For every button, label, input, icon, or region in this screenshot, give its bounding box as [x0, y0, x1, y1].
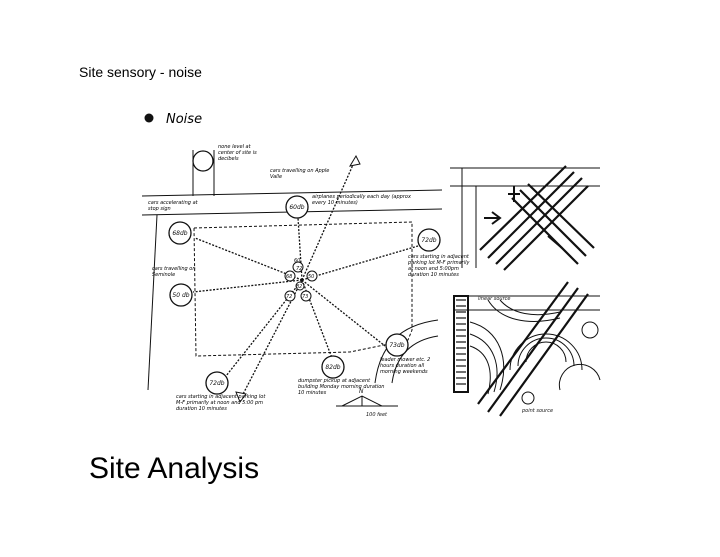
hub-value: 72 — [296, 266, 302, 272]
node-note: leader mower etc. 2 hours duration all m… — [380, 357, 431, 375]
node-50-circle — [169, 283, 193, 307]
scale-label: 100 feet — [366, 412, 388, 418]
noise-rays — [192, 157, 419, 401]
hub-value: 60 — [294, 258, 300, 264]
north-label: N — [359, 388, 364, 395]
arrow-markers-top — [484, 186, 563, 249]
legend-dot-icon — [144, 113, 154, 123]
node-72b-circle — [205, 371, 229, 395]
node-db: 50 db — [172, 292, 189, 299]
airplane-note: airplanes periodically each day (approx … — [312, 194, 411, 206]
noise-nodes — [168, 150, 441, 395]
node-db: 72db — [421, 237, 436, 244]
hub-value: 73 — [302, 294, 308, 300]
hub-value: 72 — [286, 294, 292, 300]
node-values: 60db 68db 50 db 72db 73db 82db 72db — [172, 204, 436, 387]
node-note: cars starting in adjacent parking lot M-… — [408, 254, 470, 278]
wave-arcs — [469, 299, 561, 395]
airplane-arrow-icon — [348, 154, 361, 167]
hub-value: 50 — [308, 274, 314, 280]
slide-subtitle: Site sensory - noise — [79, 64, 202, 80]
hub-values: 60 68 50 72 73 82 72 — [286, 258, 314, 300]
node-notes: none level at center of site is decibels… — [148, 144, 470, 412]
node-db: 82db — [325, 364, 340, 371]
page-title: Site Analysis — [89, 452, 260, 485]
node-note: none level at center of site is decibels — [218, 144, 257, 162]
node-note: cars travelling on Seminole — [152, 266, 196, 278]
node-note: cars accelerating at stop sign — [148, 200, 198, 212]
node-db: 72db — [209, 380, 224, 387]
hub-value: 82 — [296, 284, 302, 290]
line-source-label: linear source — [478, 296, 510, 302]
point-source-dot — [581, 321, 599, 339]
node-note: cars starting in adjacent parking lot M-… — [176, 394, 266, 412]
noise-hub — [284, 261, 318, 302]
hatch-diagonal-top — [479, 165, 595, 271]
legend-noise: Noise — [144, 112, 202, 127]
south-arrow-icon — [235, 391, 247, 404]
point-source-label: point source — [521, 408, 553, 414]
node-note: cars travelling on Apple Valle — [270, 168, 330, 180]
north-scale — [336, 395, 398, 407]
node-72a-circle — [417, 228, 441, 252]
node-60-circle — [285, 195, 309, 219]
node-note: dumpster pickup at adjacent building Mon… — [298, 378, 385, 396]
linear-hatch — [456, 299, 466, 385]
node-db: 73db — [389, 342, 404, 349]
diagonal-band-bottom — [477, 281, 589, 417]
node-68-circle — [168, 221, 192, 245]
point-source-arcs — [509, 333, 601, 391]
hub-value: 68 — [286, 274, 292, 280]
legend-label: Noise — [166, 112, 202, 127]
node-db: 68db — [172, 230, 187, 237]
node-none-circle — [192, 150, 214, 172]
point-source-dot — [521, 391, 535, 405]
node-73-circle — [385, 333, 409, 357]
node-82-circle — [321, 355, 345, 379]
node-db: 60db — [289, 204, 304, 211]
